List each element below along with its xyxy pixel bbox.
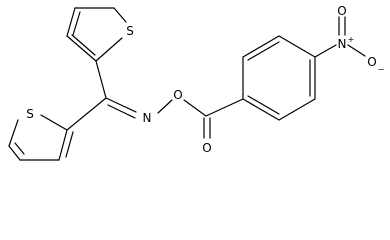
thiophene-ring-top — [66, 7, 127, 62]
structure-canvas: S S N O O N + O O − — [8, 4, 385, 161]
bond — [278, 98, 316, 121]
bond — [95, 37, 123, 62]
bond — [247, 41, 280, 61]
atom-label-o-ester: O — [173, 88, 182, 102]
bond — [205, 98, 244, 117]
bond — [66, 7, 76, 37]
bond — [242, 35, 280, 58]
atom-label-o-nitro-top: O — [337, 4, 346, 18]
benzene-ring — [242, 35, 316, 121]
bond — [66, 97, 107, 131]
bond — [347, 44, 366, 57]
bond — [8, 119, 19, 147]
molecule-drawing: S S N O O N + O O − — [8, 4, 385, 161]
bond — [247, 95, 280, 115]
bond — [40, 114, 68, 131]
bond — [183, 99, 207, 117]
bond — [242, 98, 280, 121]
bond — [107, 104, 136, 119]
bond — [105, 97, 137, 113]
bond — [95, 60, 107, 99]
bond — [72, 11, 81, 36]
bond — [66, 35, 97, 62]
atom-label-s-top: S — [126, 24, 134, 38]
bond — [71, 34, 96, 56]
charge-label-n-nitro: + — [348, 35, 355, 44]
bond — [58, 129, 68, 161]
atom-label-o-carbonyl: O — [202, 141, 211, 155]
nitro-group — [314, 16, 366, 58]
atom-label-n-imine: N — [143, 111, 152, 125]
charge-label-o-nitro-right: − — [378, 65, 385, 74]
bond — [65, 131, 74, 158]
bond — [314, 44, 337, 58]
bond — [157, 99, 173, 114]
bond — [14, 142, 25, 155]
bond — [113, 7, 127, 23]
atom-label-o-nitro-right: O — [367, 55, 376, 69]
atom-label-s-left: S — [26, 107, 34, 121]
bond — [278, 35, 316, 58]
thiophene-ring-bottom — [8, 114, 74, 161]
atom-label-n-nitro: N — [338, 37, 347, 51]
oxime-ester-linkage — [66, 60, 244, 139]
bond — [8, 145, 21, 161]
